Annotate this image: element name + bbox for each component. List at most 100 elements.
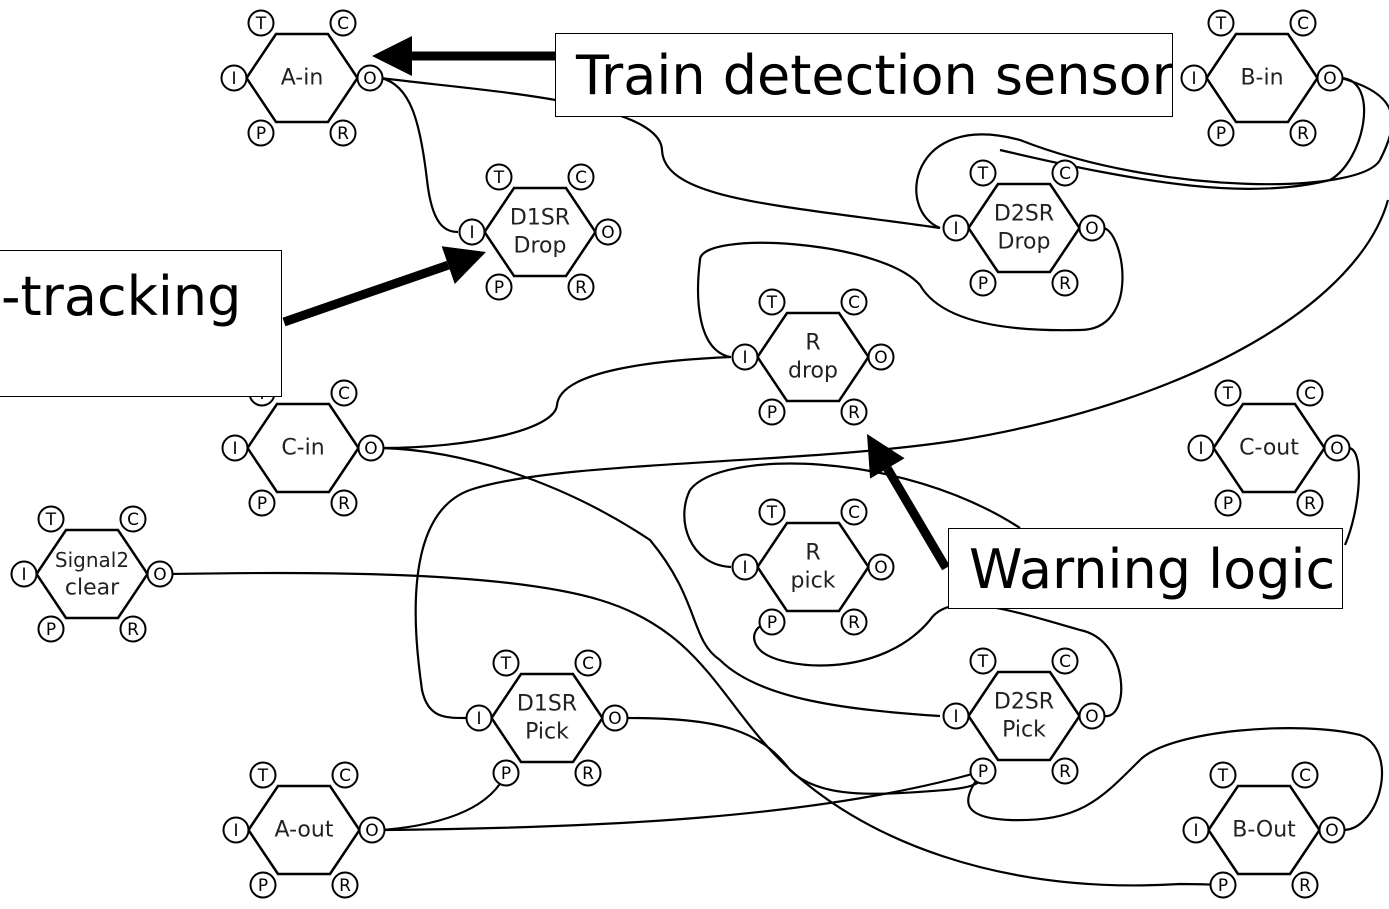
port-C — [331, 761, 359, 789]
arrow-to-d1sr-drop — [282, 246, 486, 327]
wires — [169, 76, 1389, 887]
port-label-I: I — [21, 565, 26, 585]
port-C — [1051, 159, 1079, 187]
port-label-O: O — [874, 348, 887, 368]
node-label: D1SR — [517, 692, 577, 717]
port-label-C: C — [848, 293, 860, 313]
port-P — [1214, 489, 1242, 517]
port-I — [1187, 434, 1215, 462]
node-label: pick — [791, 569, 836, 594]
port-label-T: T — [1222, 384, 1234, 404]
port-C — [1296, 379, 1324, 407]
node-label: A-out — [275, 818, 334, 843]
port-label-T: T — [493, 168, 505, 188]
port-O — [867, 553, 895, 581]
arrow-to-r-drop — [867, 434, 950, 571]
port-R — [1291, 871, 1319, 899]
port-label-I: I — [233, 821, 238, 841]
port-O — [358, 816, 386, 844]
port-label-C: C — [848, 503, 860, 523]
port-R — [330, 489, 358, 517]
port-T — [1214, 379, 1242, 407]
port-T — [1209, 761, 1237, 789]
port-label-I: I — [476, 709, 481, 729]
port-label-R: R — [1059, 762, 1071, 782]
port-label-R: R — [1299, 876, 1311, 896]
port-T — [485, 163, 513, 191]
port-I — [458, 218, 486, 246]
node-hexagon — [966, 182, 1082, 274]
port-label-O: O — [608, 709, 621, 729]
port-P — [758, 608, 786, 636]
port-I — [221, 434, 249, 462]
port-label-O: O — [601, 223, 614, 243]
port-label-P: P — [767, 403, 777, 423]
port-label-C: C — [338, 384, 350, 404]
port-label-P: P — [767, 613, 777, 633]
port-label-O: O — [1323, 69, 1336, 89]
node-label: D1SR — [510, 206, 570, 231]
port-label-T: T — [1217, 766, 1229, 786]
port-label-O: O — [1085, 219, 1098, 239]
connection-wire — [380, 446, 941, 718]
node-label: R — [805, 541, 820, 566]
port-R — [574, 759, 602, 787]
port-label-P: P — [978, 274, 988, 294]
port-C — [840, 288, 868, 316]
port-label-C: C — [582, 654, 594, 674]
node-label: D2SR — [994, 202, 1054, 227]
port-C — [840, 498, 868, 526]
port-T — [249, 761, 277, 789]
connection-wire — [1343, 446, 1360, 546]
port-R — [1051, 757, 1079, 785]
port-R — [567, 273, 595, 301]
port-C — [330, 379, 358, 407]
port-I — [10, 560, 38, 588]
callout-arrows — [282, 36, 950, 571]
port-label-C: C — [1059, 164, 1071, 184]
node-label: C-in — [281, 436, 324, 461]
node-label: R — [805, 331, 820, 356]
callout-tracking-text: -tracking — [1, 265, 242, 328]
port-O — [356, 64, 384, 92]
node-hexagon — [755, 521, 871, 613]
port-O — [1078, 702, 1106, 730]
port-label-T: T — [766, 293, 778, 313]
connection-wire — [999, 76, 1366, 191]
node-hexagon — [489, 672, 605, 764]
port-I — [942, 214, 970, 242]
port-label-P: P — [978, 762, 988, 782]
port-R — [1296, 489, 1324, 517]
port-label-I: I — [1191, 69, 1196, 89]
port-label-O: O — [1085, 707, 1098, 727]
port-label-O: O — [364, 439, 377, 459]
port-label-P: P — [257, 494, 267, 514]
port-O — [1318, 816, 1346, 844]
callout-warning-logic-text: Warning logic — [969, 538, 1336, 601]
port-I — [1182, 816, 1210, 844]
port-label-I: I — [469, 223, 474, 243]
port-label-I: I — [742, 348, 747, 368]
connection-wire — [380, 76, 941, 230]
port-label-T: T — [257, 766, 269, 786]
port-P — [1207, 119, 1235, 147]
port-label-T: T — [1215, 14, 1227, 34]
port-label-P: P — [1218, 876, 1228, 896]
port-label-C: C — [337, 14, 349, 34]
port-C — [574, 649, 602, 677]
node-label: Signal2 — [55, 548, 129, 572]
port-P — [37, 615, 65, 643]
connection-wire — [915, 76, 1389, 230]
port-I — [731, 343, 759, 371]
port-C — [119, 505, 147, 533]
port-label-O: O — [363, 69, 376, 89]
port-P — [969, 269, 997, 297]
port-label-C: C — [1304, 384, 1316, 404]
port-C — [1051, 647, 1079, 675]
